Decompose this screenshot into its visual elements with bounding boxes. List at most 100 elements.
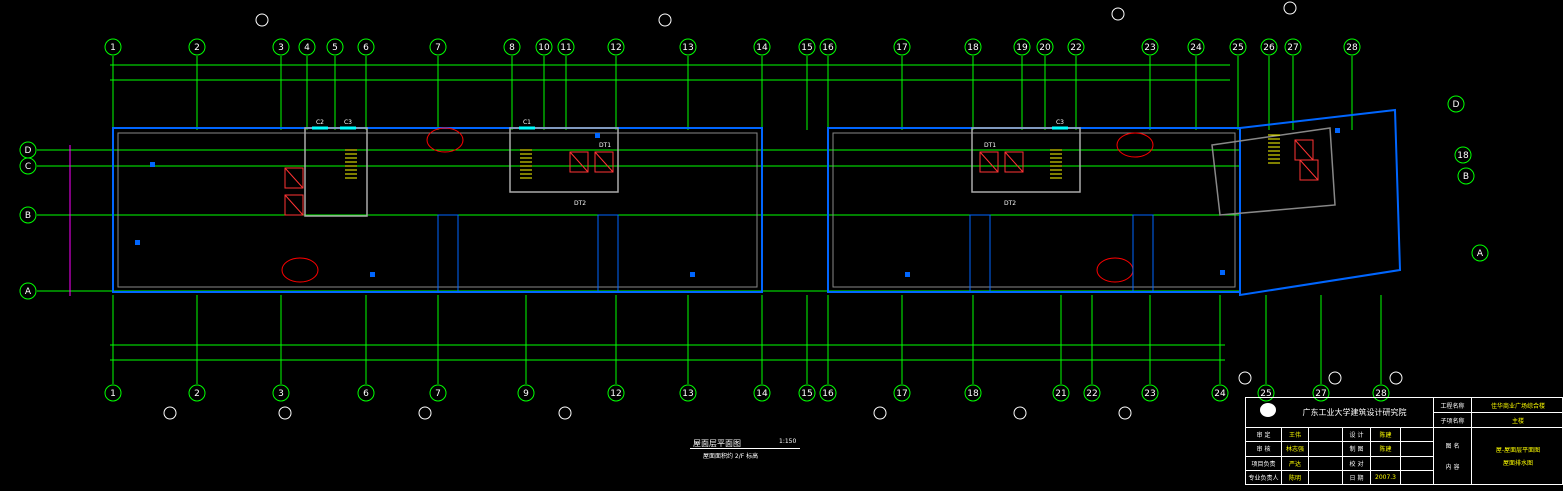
- drawing-title: 屋面层平面图: [693, 439, 741, 448]
- axis-label-right: D: [1453, 100, 1460, 110]
- roof-drain-icon: [905, 272, 910, 277]
- elevator-label: DT1: [984, 142, 996, 149]
- axis-label-top: 4: [304, 43, 310, 53]
- revision-cloud: [1116, 132, 1154, 158]
- elevator-label: DT2: [574, 200, 586, 207]
- title-block-k2: 日 期: [1343, 470, 1371, 485]
- drawing-values: 屋-屋面层平面图 屋面排水图: [1472, 428, 1563, 485]
- institute-header: 广东工业大学建筑设计研究院: [1246, 398, 1434, 428]
- axis-bubble: [607, 384, 625, 402]
- axis-label-top: 23: [1144, 43, 1155, 53]
- axis-label-right: A: [1477, 249, 1484, 259]
- axis-label-top: 6: [363, 43, 369, 53]
- axis-bubble: [557, 38, 575, 56]
- axis-label-left: C: [25, 162, 31, 172]
- roof-drain-icon: [1220, 270, 1225, 275]
- elevator-cross: [284, 167, 304, 189]
- project-label: 工程名称: [1434, 398, 1472, 413]
- project-value: 佳华商业广场综合楼: [1472, 398, 1563, 413]
- axis-label-top: 25: [1232, 43, 1243, 53]
- axis-label-right: B: [1463, 172, 1469, 182]
- axis-label-top: 26: [1263, 43, 1275, 53]
- roof-drain-icon: [595, 133, 600, 138]
- detail-callout: [418, 406, 432, 420]
- axis-bubble: [19, 282, 37, 300]
- title-block-k1: 项目负责: [1246, 456, 1282, 471]
- axis-bubble: [798, 38, 816, 56]
- axis-bubble: [1372, 384, 1390, 402]
- axis-bubble: [753, 384, 771, 402]
- axis-bubble: [1257, 384, 1275, 402]
- elevator-cross: [284, 194, 304, 216]
- axis-bubble: [1312, 384, 1330, 402]
- elevator-label: DT1: [599, 142, 611, 149]
- axis-label-bottom: 9: [523, 389, 529, 399]
- axis-bubble: [964, 384, 982, 402]
- axis-label-top: 16: [822, 43, 834, 53]
- window-label: C3: [344, 119, 352, 126]
- revision-cloud: [426, 127, 464, 153]
- axis-label-top: 22: [1070, 43, 1081, 53]
- axis-label-top: 15: [801, 43, 812, 53]
- subitem-value: 主楼: [1472, 413, 1563, 428]
- axis-label-bottom: 17: [896, 389, 907, 399]
- title-block-v2: 2007.3: [1371, 470, 1401, 485]
- axis-label-top: 10: [538, 43, 550, 53]
- axis-label-left: A: [25, 287, 32, 297]
- axis-bubble: [1211, 384, 1229, 402]
- title-underline: [690, 448, 800, 449]
- axis-bubble: [1052, 384, 1070, 402]
- axis-bubble: [1229, 38, 1247, 56]
- axis-bubble: [1083, 384, 1101, 402]
- elevator-shaft: [1299, 159, 1319, 181]
- title-block-k1: 专业负责人: [1246, 470, 1282, 485]
- axis-label-top: 17: [896, 43, 907, 53]
- axis-label-top: 7: [435, 43, 441, 53]
- axis-label-top: 28: [1346, 43, 1358, 53]
- axis-label-left: B: [25, 211, 31, 221]
- axis-label-bottom: 23: [1144, 389, 1155, 399]
- subitem-label: 子项名称: [1434, 413, 1472, 428]
- window-label: C3: [1056, 119, 1064, 126]
- drawing-labels: 图 名 内 容: [1434, 428, 1472, 485]
- axis-label-top: 14: [756, 43, 768, 53]
- axis-label-bottom: 6: [363, 389, 369, 399]
- axis-bubble: [1067, 38, 1085, 56]
- title-block-empty: [1401, 456, 1434, 471]
- title-block-v2: 陈建: [1371, 442, 1401, 457]
- title-block-empty: [1309, 456, 1343, 471]
- axis-bubble: [19, 157, 37, 175]
- revision-cloud: [281, 257, 319, 283]
- axis-bubble: [1447, 95, 1465, 113]
- parapet-wall: [1132, 214, 1154, 293]
- axis-label-bottom: 28: [1375, 389, 1387, 399]
- axis-label-top: 13: [682, 43, 693, 53]
- axis-bubble: [819, 384, 837, 402]
- revision-cloud: [1096, 257, 1134, 283]
- title-block-v2: [1371, 456, 1401, 471]
- axis-label-top: 1: [110, 43, 116, 53]
- axis-bubble: [964, 38, 982, 56]
- title-block-empty: [1309, 470, 1343, 485]
- axis-bubble: [893, 38, 911, 56]
- axis-bubble: [819, 38, 837, 56]
- axis-label-bottom: 27: [1315, 389, 1326, 399]
- axis-label-bottom: 14: [756, 389, 768, 399]
- axis-bubble: [679, 384, 697, 402]
- elevator-label: DT2: [1004, 200, 1016, 207]
- axis-bubble: [1141, 384, 1159, 402]
- elevator-shaft: [594, 151, 614, 173]
- axis-bubble: [753, 38, 771, 56]
- title-block-v1: 严达: [1282, 456, 1309, 471]
- drawing-content-value: 屋面排水图: [1502, 460, 1533, 467]
- detail-callout: [255, 13, 269, 27]
- detail-callout: [873, 406, 887, 420]
- axis-bubble: [1343, 38, 1361, 56]
- title-block-k1: 审 核: [1246, 442, 1282, 457]
- axis-bubble: [1471, 244, 1489, 262]
- axis-bubble: [188, 38, 206, 56]
- axis-bubble: [893, 384, 911, 402]
- title-block-k2: 校 对: [1343, 456, 1371, 471]
